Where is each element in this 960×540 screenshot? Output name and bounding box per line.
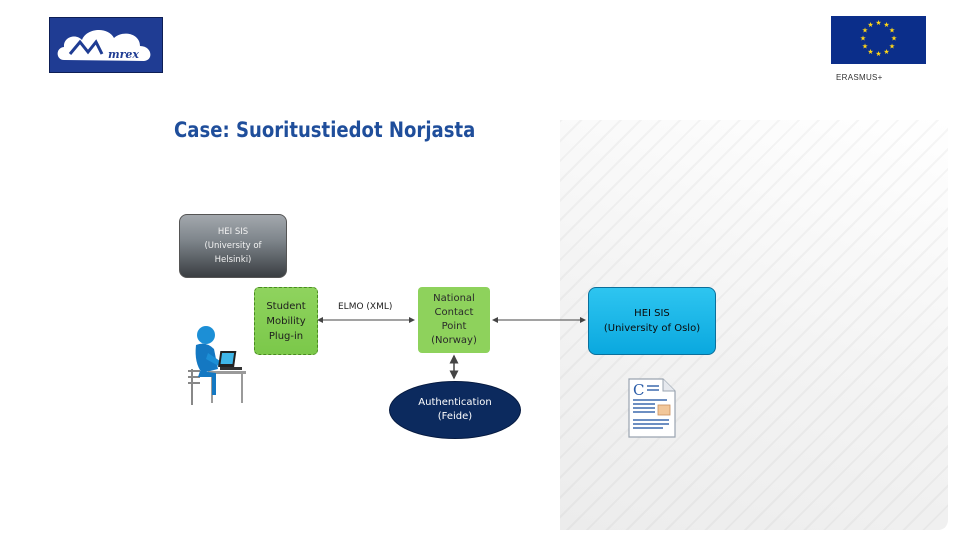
national-contact-point-box: National Contact Point (Norway) [418,287,490,353]
svg-text:mrex: mrex [108,48,139,61]
oslo-line-2: (University of Oslo) [603,323,701,334]
plugin-line-3: Plug-in [268,330,304,342]
ncp-line-2: Contact [434,307,474,318]
plugin-line-2: Mobility [266,315,306,327]
plugin-line-1: Student [266,300,306,312]
erasmus-label: ERASMUS+ [836,73,883,82]
svg-text:★: ★ [875,19,881,27]
oslo-line-1: HEI SIS [634,308,670,319]
ncp-line-4: (Norway) [431,335,477,346]
student-mobility-plugin-box: Student Mobility Plug-in [254,287,318,355]
elmo-xml-label: ELMO (XML) [338,302,393,312]
ncp-line-1: National [433,293,475,304]
svg-text:★: ★ [867,48,873,56]
svg-text:★: ★ [883,21,889,29]
emrex-logo: mrex [49,17,163,73]
document-icon: C [628,378,676,438]
helsinki-line-2: (University of [204,241,262,251]
helsinki-line-1: HEI SIS [217,227,249,237]
ncp-line-3: Point [441,321,467,332]
svg-text:★: ★ [860,35,866,43]
hei-sis-helsinki-box: HEI SIS (University of Helsinki) [179,214,287,278]
svg-text:★: ★ [862,27,868,35]
cloud-logo-icon: mrex [57,29,151,61]
hei-sis-oslo-box: HEI SIS (University of Oslo) [588,287,716,355]
auth-line-1: Authentication [418,397,492,408]
svg-text:★: ★ [883,48,889,56]
svg-text:★: ★ [889,27,895,35]
svg-text:★: ★ [867,21,873,29]
eu-flag-logo: ★ ★ ★ ★ ★ ★ ★ ★ ★ ★ ★ ★ [831,16,926,64]
svg-text:★: ★ [875,50,881,58]
authentication-feide-ellipse: Authentication (Feide) [389,381,521,439]
svg-text:★: ★ [891,35,897,43]
slide-title: Case: Suoritustiedot Norjasta [174,118,476,142]
person-at-laptop-icon [188,326,246,405]
svg-text:★: ★ [862,43,868,51]
auth-line-2: (Feide) [437,411,473,422]
svg-text:★: ★ [889,43,895,51]
eu-stars-icon: ★ ★ ★ ★ ★ ★ ★ ★ ★ ★ ★ ★ [860,19,897,58]
helsinki-line-3: Helsinki) [214,255,252,265]
svg-text:C: C [633,381,644,399]
